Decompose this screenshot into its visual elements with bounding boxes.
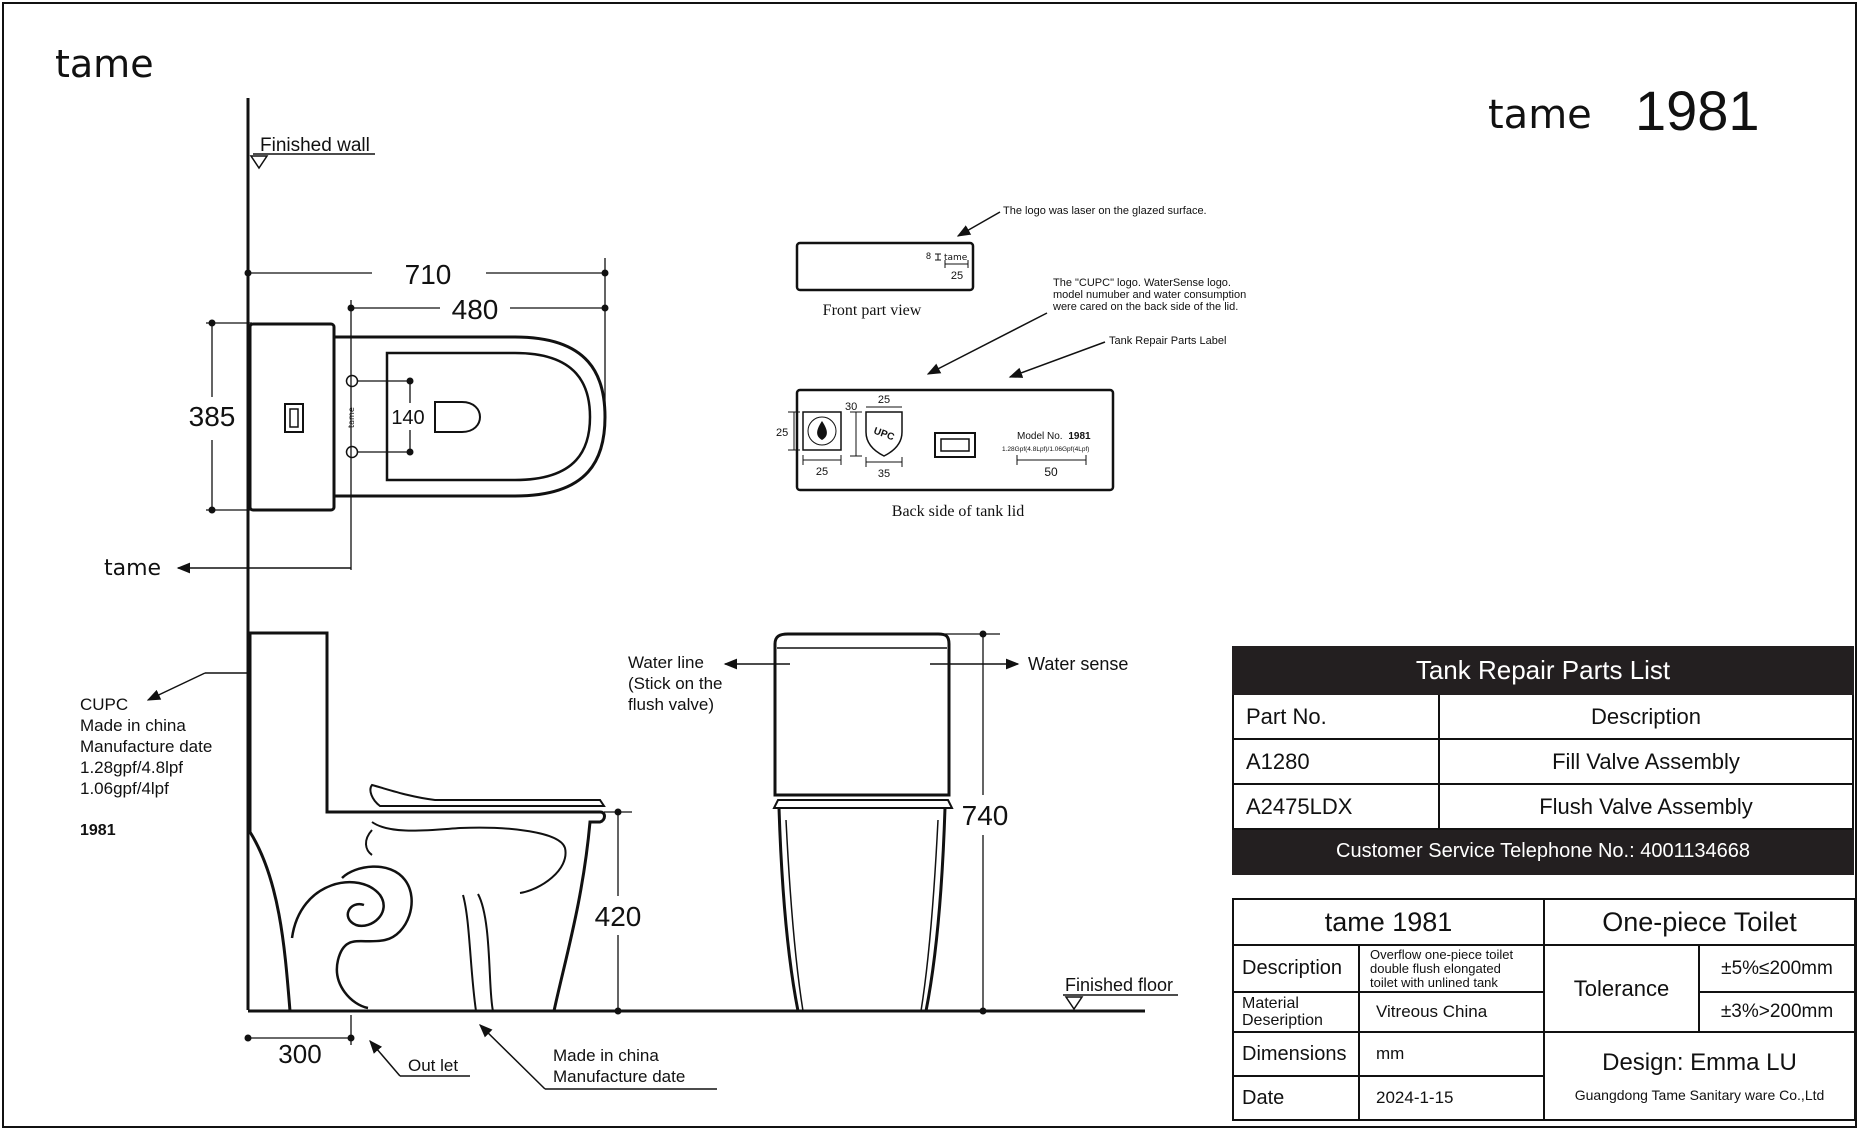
bowl-front-view [777, 807, 947, 1013]
lid-front-view [795, 241, 975, 292]
company-name: Guangdong Tame Sanitary ware Co.,Ltd [1574, 1087, 1825, 1103]
lid-front-logo: tame [944, 253, 968, 263]
svg-text:UPC: UPC [872, 426, 896, 444]
bowl-outline-top [334, 335, 607, 498]
svg-text:50: 50 [1044, 465, 1058, 479]
spec-product-type: One-piece Toilet [1543, 898, 1856, 946]
front-view: Water line (Stick on the flush valve) Wa… [628, 630, 1178, 1015]
header-part-no: Part No. [1232, 693, 1440, 740]
design-credit: Design: Emma LU Guangdong Tame Sanitary … [1543, 1031, 1856, 1121]
dimensions-label: Dimensions [1232, 1031, 1360, 1077]
outlet-label: Out let [408, 1056, 458, 1075]
tolerance-1: ±5%≤200mm [1698, 944, 1856, 993]
svg-text:25: 25 [776, 427, 788, 439]
watersense-logo [802, 411, 842, 451]
part-description: Fill Valve Assembly [1438, 738, 1854, 785]
side-model-label: 1981 [80, 822, 116, 839]
svg-text:30: 30 [845, 401, 857, 413]
part-number: A1280 [1232, 738, 1440, 785]
svg-text:35: 35 [878, 468, 890, 480]
description-value: Overflow one-piece toilet double flush e… [1358, 944, 1545, 993]
upc-logo [865, 411, 903, 457]
dim-480: 480 [452, 294, 499, 325]
lid-model-text: Model No. 1981 [1017, 431, 1091, 442]
description-label: Description [1232, 944, 1360, 993]
tank-top-view [248, 322, 336, 512]
customer-service-phone: Customer Service Telephone No.: 40011346… [1232, 828, 1854, 875]
brand-logo-header: tame [1488, 92, 1592, 138]
back-side-lid-caption: Back side of tank lid [892, 503, 1024, 520]
laser-note: The logo was laser on the glazed surface… [1003, 205, 1207, 217]
logos-note-2: model numuber and water consumption [1053, 289, 1246, 301]
label-note: Tank Repair Parts Label [1109, 335, 1226, 347]
tolerance-label: Tolerance [1543, 944, 1700, 1033]
svg-text:25: 25 [878, 394, 890, 406]
dim-740: 740 [962, 800, 1009, 831]
dim-385: 385 [189, 401, 236, 432]
tank-front-view [773, 632, 951, 797]
logos-note-1: The "CUPC" logo. WaterSense logo. [1053, 277, 1231, 289]
lid-views: 8 tame 25 Front part view The logo was l… [776, 205, 1246, 520]
cupc-block: CUPC Made in china Manufacture date 1.28… [80, 695, 217, 798]
parts-list-title: Tank Repair Parts List [1232, 646, 1854, 695]
parts-list-table: Tank Repair Parts List Part No. Descript… [1232, 646, 1854, 875]
side-view: CUPC Made in china Manufacture date 1.28… [80, 631, 1145, 1090]
table-row: A2475LDX Flush Valve Assembly [1232, 783, 1854, 830]
spec-title-block: tame 1981 One-piece Toilet Description O… [1232, 898, 1856, 1121]
tolerance-2: ±3%>200mm [1698, 991, 1856, 1033]
brand-logo-top-left: tame [55, 42, 154, 86]
toilet-side-outline [248, 631, 606, 1013]
water-line-label: Water line (Stick on the flush valve) [628, 653, 727, 714]
finished-floor-label: Finished floor [1065, 975, 1173, 995]
dimensions-value: mm [1358, 1031, 1545, 1077]
model-number-header: 1981 [1635, 79, 1760, 142]
drain-outlet-shape [434, 401, 481, 433]
part-number: A2475LDX [1232, 783, 1440, 830]
svg-text:25: 25 [816, 466, 828, 478]
front-part-view-caption: Front part view [823, 302, 922, 319]
parts-label-rect [934, 432, 976, 458]
part-description: Flush Valve Assembly [1438, 783, 1854, 830]
lid-consumption-text: 1.28Gpf(4.8Lpf)/1.06Gpf(4Lpf) [1002, 446, 1089, 453]
logos-note-3: were cared on the back side of the lid. [1052, 301, 1238, 313]
dim-140: 140 [391, 407, 424, 429]
water-sense-label: Water sense [1028, 654, 1128, 674]
lid-back-view [795, 388, 1115, 492]
dim-710: 710 [405, 259, 452, 290]
top-view: Finished wall 710 480 385 tame [104, 98, 609, 1010]
dim-420: 420 [595, 901, 642, 932]
tank-top-text: tame [347, 407, 356, 428]
header-description: Description [1438, 693, 1854, 740]
brand-arrow-label: tame [104, 556, 161, 581]
designer-name: Design: Emma LU [1602, 1049, 1797, 1076]
svg-text:8: 8 [926, 251, 931, 261]
finished-wall-label: Finished wall [260, 135, 370, 156]
date-value: 2024-1-15 [1358, 1075, 1545, 1121]
svg-text:25: 25 [951, 270, 963, 282]
material-value: Vitreous China [1358, 991, 1545, 1033]
spec-model: tame 1981 [1232, 898, 1545, 946]
made-in-china-note: Made in china Manufacture date [553, 1046, 685, 1086]
bowl-inner-top [385, 351, 592, 482]
material-label: Material Deseription [1232, 991, 1360, 1033]
dim-300: 300 [278, 1039, 321, 1069]
date-label: Date [1232, 1075, 1360, 1121]
table-row: A1280 Fill Valve Assembly [1232, 738, 1854, 785]
